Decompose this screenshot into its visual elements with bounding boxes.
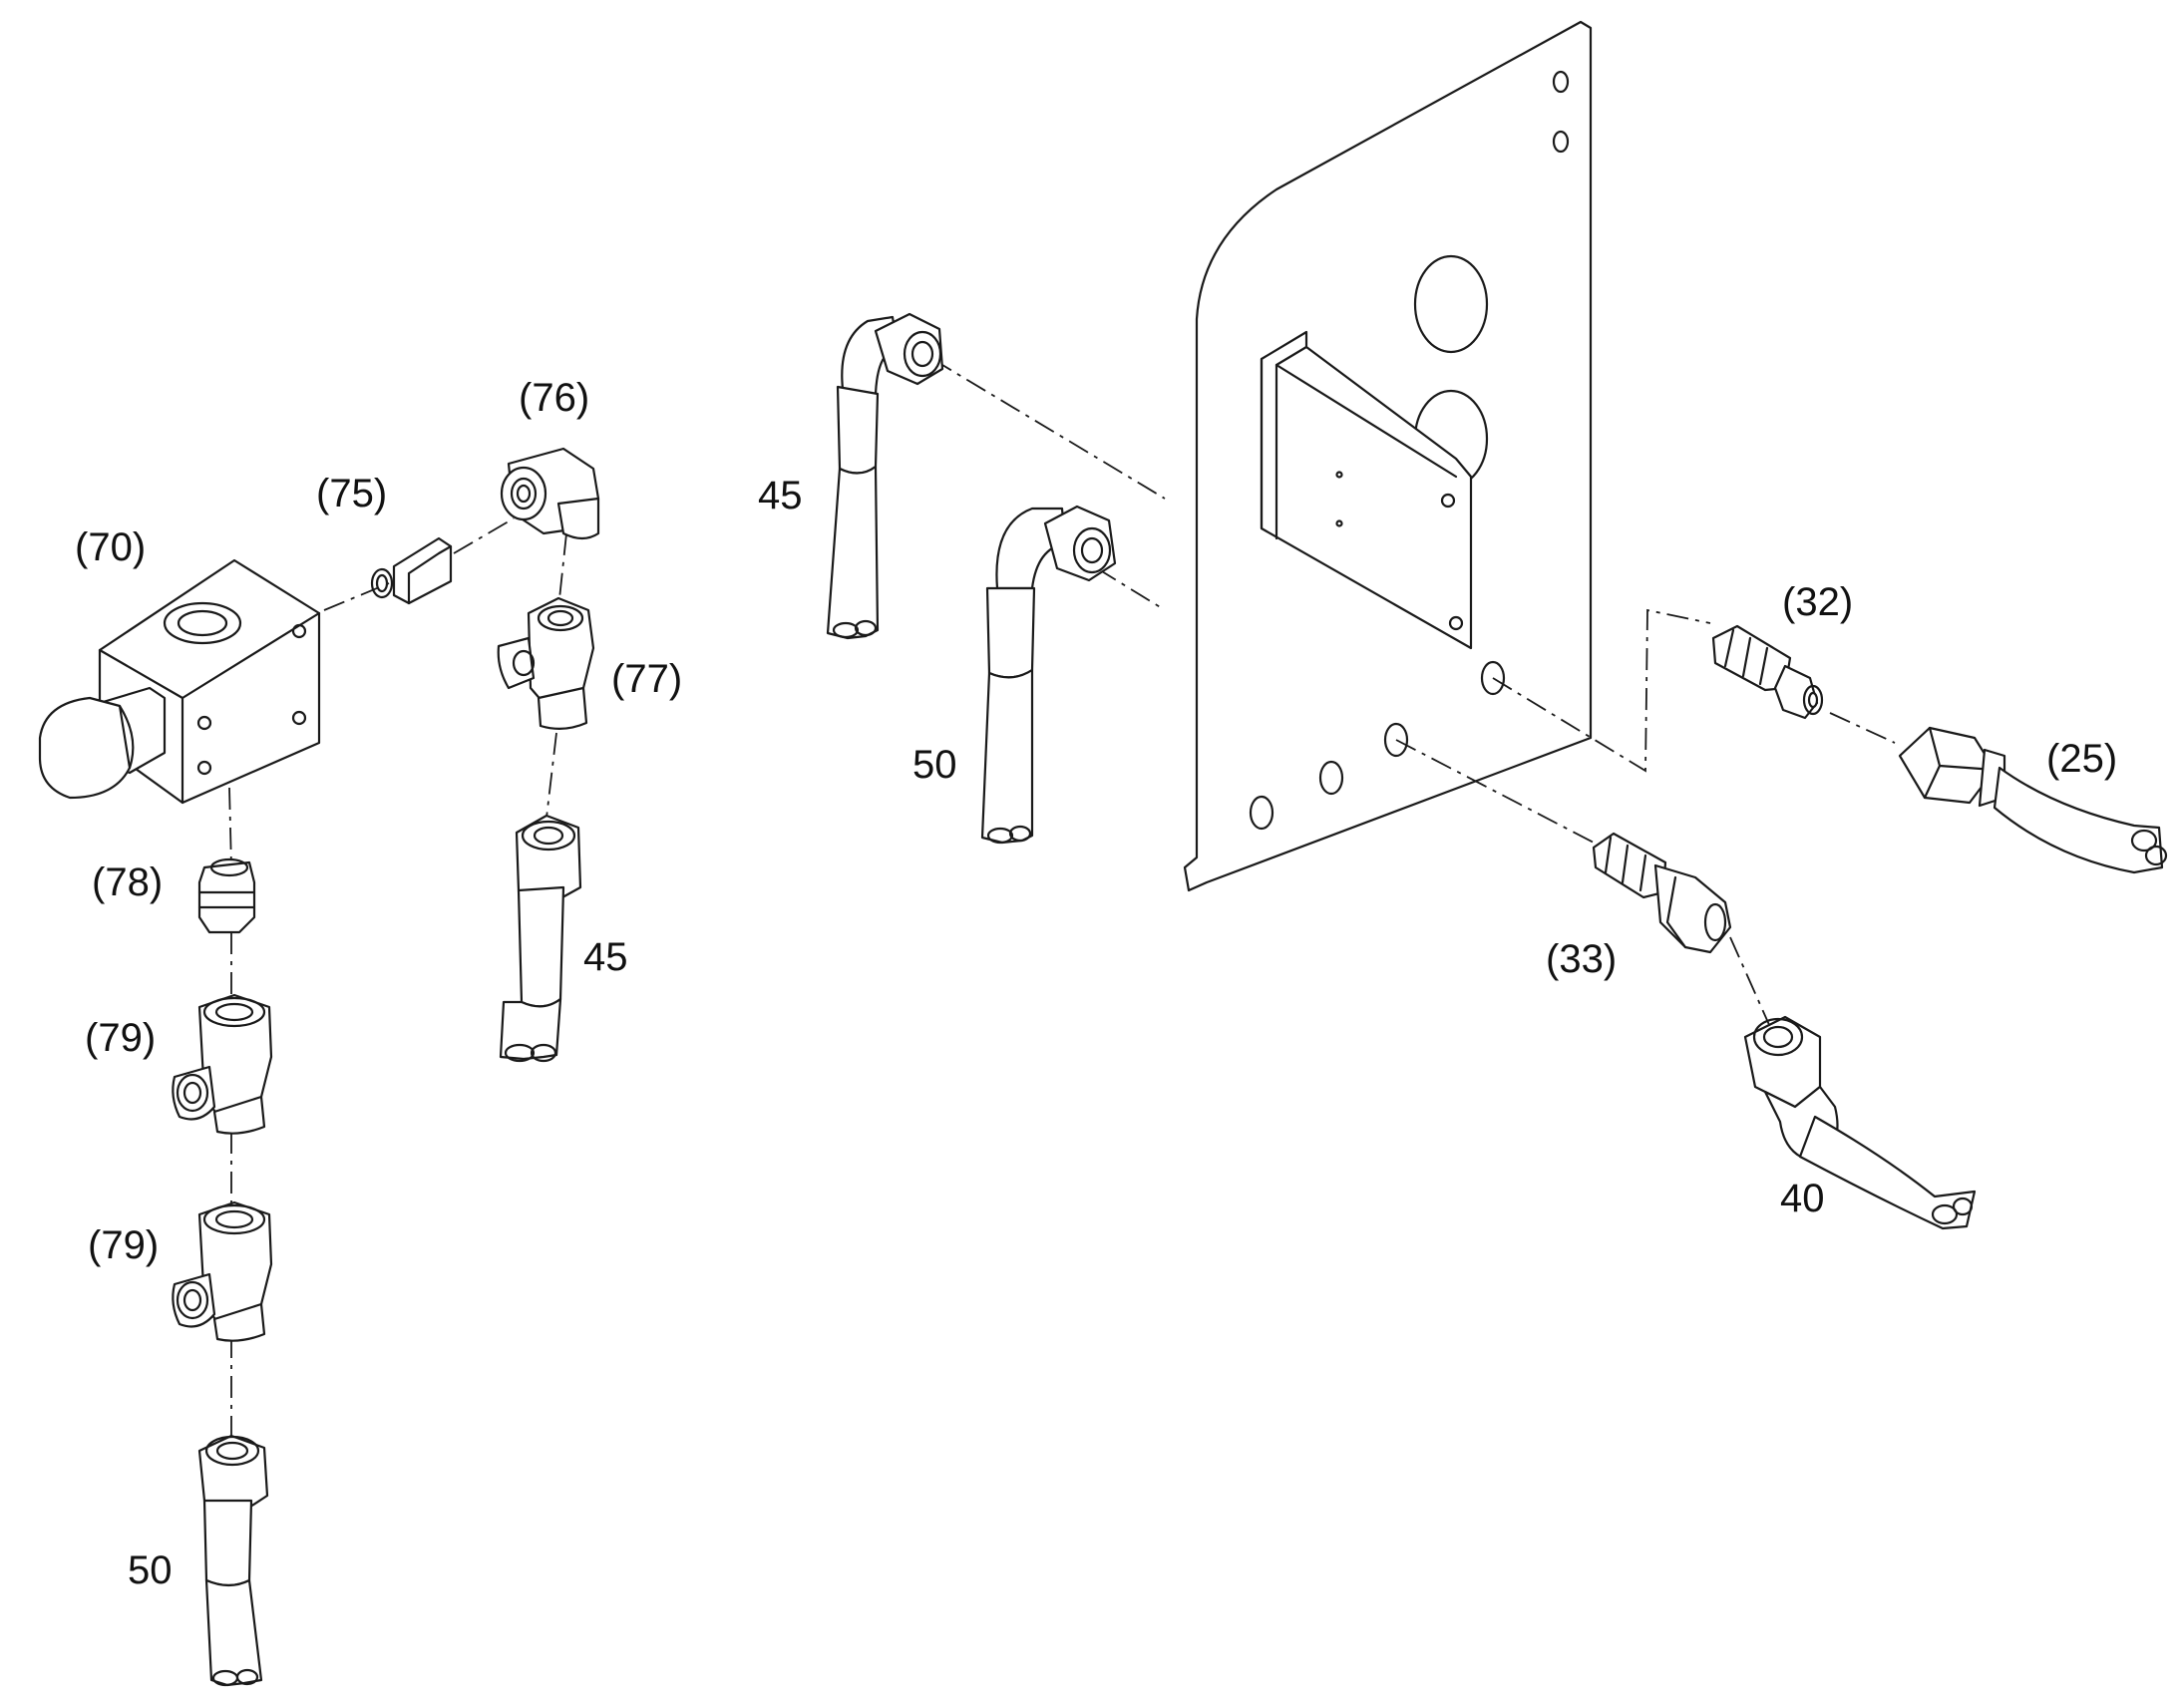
callout-45-elbow-top: 45 [758, 474, 803, 517]
part-76-elbow [500, 447, 600, 540]
callout-32: (32) [1782, 580, 1853, 624]
part-32-adapter [1711, 624, 1824, 720]
hose-50-elbow-mid [980, 505, 1117, 845]
hose-45-vertical [499, 814, 582, 1063]
callout-25: (25) [2046, 737, 2117, 781]
callout-79-upper: (79) [85, 1016, 156, 1060]
callout-50-elbow-mid: 50 [912, 743, 957, 787]
part-78-nipple [197, 857, 256, 934]
callout-33: (33) [1546, 937, 1617, 981]
callout-50-bottom-left: 50 [128, 1548, 173, 1592]
callout-77: (77) [611, 657, 682, 701]
part-25-hose [1898, 726, 2168, 874]
part-75-adapter [370, 536, 453, 605]
plate-bracket [1260, 330, 1473, 650]
part-33-adapter [1592, 832, 1732, 954]
callout-45-vertical: 45 [583, 935, 628, 979]
callout-76: (76) [519, 376, 589, 420]
callout-70: (70) [75, 525, 146, 569]
part-79-tee-upper [172, 993, 273, 1135]
callout-40: 40 [1780, 1177, 1825, 1220]
callout-78: (78) [92, 860, 163, 904]
part-79-tee-lower [172, 1200, 273, 1342]
part-77-tee [497, 596, 595, 730]
hose-45-elbow-top [826, 312, 944, 640]
callout-79-lower: (79) [88, 1223, 159, 1267]
hose-40 [1743, 1015, 1977, 1230]
part-70-valve-block [38, 558, 321, 805]
hose-50-bottom-left [197, 1434, 269, 1687]
callout-75: (75) [316, 472, 387, 515]
